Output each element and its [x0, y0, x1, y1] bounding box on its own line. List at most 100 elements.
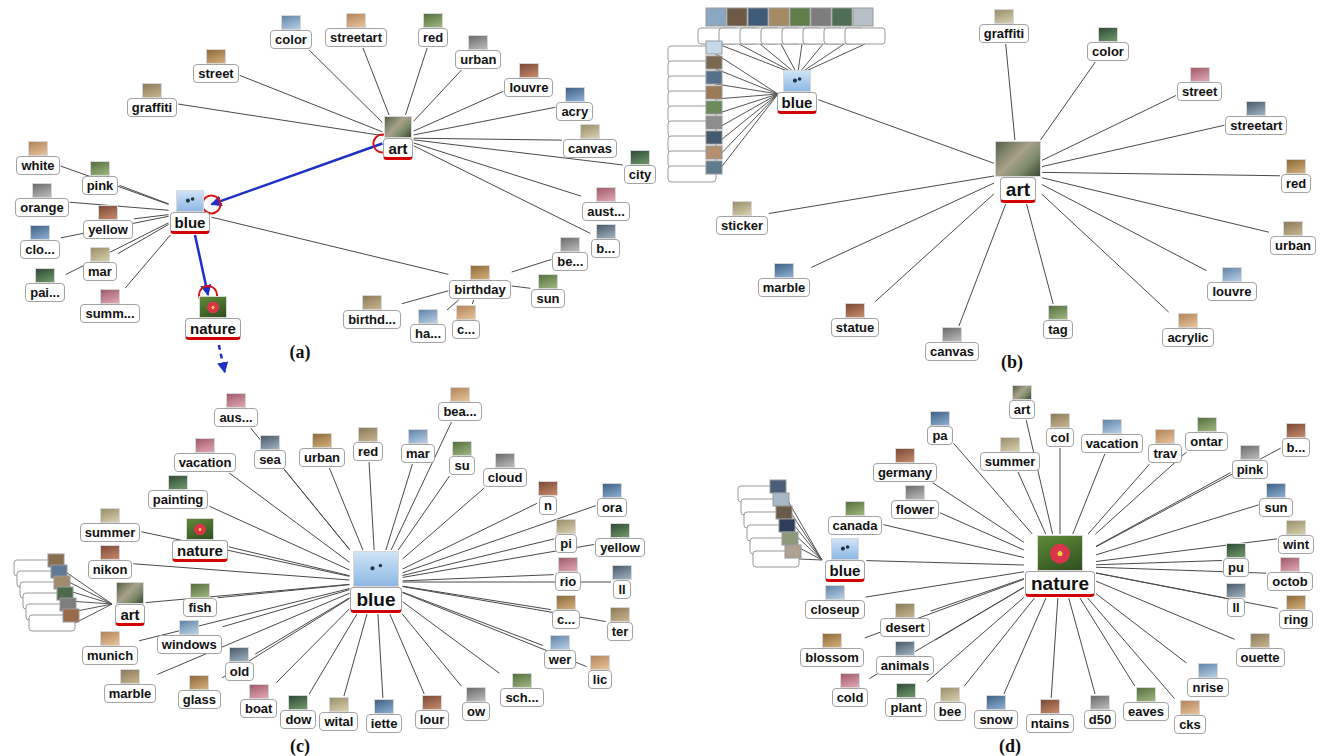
tag-label: pa	[927, 426, 952, 445]
tag-label: summer	[980, 452, 1041, 471]
tag-node: ll	[612, 565, 632, 599]
tag-thumbnail	[116, 582, 144, 604]
tag-link	[1027, 204, 1054, 304]
tag-thumbnail	[35, 268, 55, 283]
tag-label: birthd...	[343, 310, 401, 329]
tag-label: sch...	[500, 688, 543, 707]
tag-node: marble	[104, 669, 157, 703]
tag-thumbnail	[374, 699, 394, 714]
tag-label: pai...	[25, 283, 65, 302]
tag-node: louvre	[1207, 267, 1256, 301]
stacked-thumbnail	[63, 609, 79, 622]
hub-tag-node: nature	[172, 518, 228, 562]
hub-tag-node: art	[115, 582, 144, 626]
stacked-thumbnail	[769, 8, 789, 26]
tag-thumbnail	[1286, 520, 1306, 535]
tag-link	[875, 194, 994, 302]
tag-label: cks	[1174, 715, 1206, 734]
tag-label: louvre	[1207, 282, 1256, 301]
tag-label: tag	[1043, 320, 1073, 339]
tag-node: vacation	[174, 438, 237, 472]
tag-link	[1042, 172, 1280, 175]
tag-label: ouette	[1236, 648, 1285, 667]
tag-label: vacation	[1081, 434, 1144, 453]
tag-node: birthday	[449, 265, 510, 299]
tag-node: ontar	[1185, 417, 1228, 451]
tag-thumbnail	[1222, 267, 1242, 282]
stack-link	[716, 54, 778, 94]
tag-label: ontar	[1185, 432, 1228, 451]
hub-tag-node: blue	[825, 538, 866, 582]
stacked-thumbnail	[748, 8, 768, 26]
tag-label: plant	[885, 698, 926, 717]
tag-node: painting	[148, 475, 209, 509]
tag-link	[866, 561, 1024, 565]
panel-label: (a)	[290, 342, 311, 362]
tag-thumbnail	[845, 303, 865, 318]
tag-link	[1080, 598, 1135, 686]
tag-thumbnail	[596, 224, 616, 239]
tag-label: mar	[83, 262, 117, 281]
stacked-thumbnail	[832, 8, 852, 26]
tag-label: bee	[934, 702, 966, 721]
path-highlight-circle	[202, 195, 220, 213]
tag-thumbnail	[418, 309, 438, 324]
tag-thumbnail	[783, 70, 811, 92]
tag-thumbnail	[845, 501, 865, 516]
tag-label: art	[383, 138, 412, 160]
tag-link	[61, 166, 169, 204]
tag-node: fish	[183, 583, 216, 617]
tag-node: canvas	[563, 124, 617, 158]
tag-link	[141, 532, 349, 577]
tag-node: sun	[1259, 483, 1292, 517]
tag-label: ntains	[1026, 714, 1074, 733]
tag-thumbnail	[1037, 535, 1083, 571]
tag-node: glass	[178, 675, 221, 709]
stack-link	[716, 84, 778, 94]
stacked-thumbnail	[706, 131, 722, 144]
tag-thumbnail	[384, 116, 412, 138]
tag-label: wer	[544, 650, 576, 669]
tag-node: wint	[1278, 520, 1314, 554]
tag-label: birthday	[449, 280, 510, 299]
tag-link	[1042, 178, 1269, 232]
tag-label: white	[16, 156, 59, 175]
tag-link	[1096, 594, 1186, 663]
tag-label: sun	[1259, 498, 1292, 517]
tag-thumbnail	[1155, 429, 1175, 444]
tag-link	[157, 593, 349, 674]
stacked-thumbnail	[706, 71, 722, 84]
tag-label: lic	[588, 670, 612, 689]
tag-label: summ...	[80, 304, 139, 323]
tag-node: orange	[15, 183, 68, 217]
tag-thumbnail	[556, 595, 576, 610]
tag-node: mar	[401, 429, 435, 463]
tag-node: nrise	[1187, 663, 1228, 697]
tag-thumbnail	[346, 13, 366, 28]
tag-node: boat	[240, 684, 277, 718]
tag-node: ntains	[1026, 699, 1074, 733]
tag-link	[1042, 194, 1169, 312]
tag-label: d50	[1084, 710, 1116, 729]
tag-node: ll	[1226, 583, 1246, 617]
tag-link	[414, 138, 562, 140]
tag-label: n	[539, 496, 557, 515]
tag-node: graffiti	[979, 9, 1029, 43]
tag-thumbnail	[195, 438, 215, 453]
tag-link	[414, 107, 556, 135]
tag-node: su	[449, 441, 474, 475]
stacked-thumbnail	[706, 146, 722, 159]
tag-thumbnail	[840, 673, 860, 688]
tag-node: sch...	[500, 673, 543, 707]
hub-tag-node: nature	[1025, 535, 1095, 597]
tag-label: cloud	[483, 468, 528, 487]
tag-label: snow	[974, 710, 1017, 729]
tag-node: acry	[556, 87, 593, 121]
tag-link	[818, 100, 994, 164]
tag-label: art	[1009, 400, 1036, 419]
tag-node: wital	[319, 697, 358, 731]
tag-node: old	[225, 647, 255, 681]
tag-thumbnail	[610, 607, 630, 622]
tag-thumbnail	[90, 161, 110, 176]
